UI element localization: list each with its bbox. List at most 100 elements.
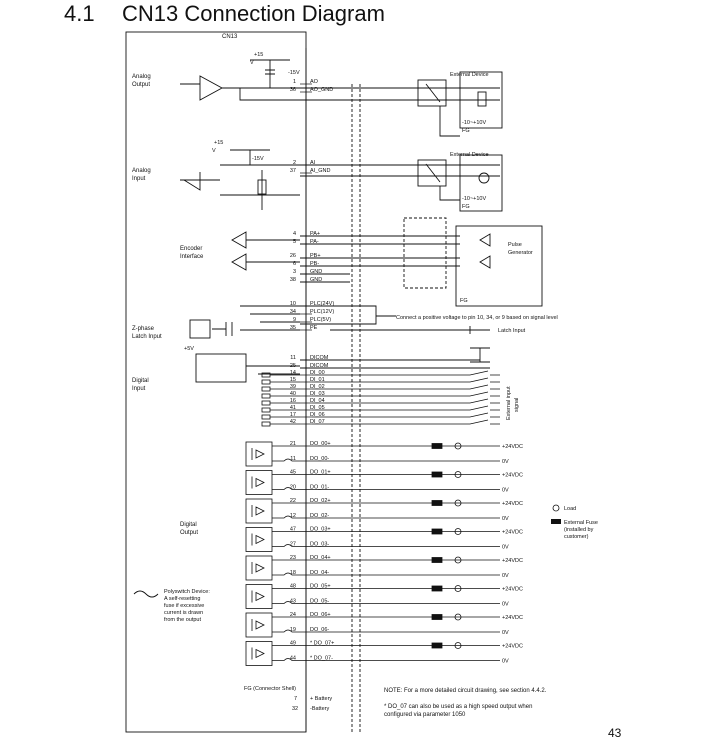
vdc-label: +24VDC [502,501,523,507]
pulse-gen-label-2: Generator [508,250,533,256]
pin-number: 4 [293,231,296,237]
pin-number: 9 [293,317,296,323]
connect-note: Connect a positive voltage to pin 10, 34… [396,315,558,321]
external-device-1 [459,71,503,129]
di-resistor [261,400,271,406]
section-title: CN13 Connection Diagram [122,1,385,26]
pin-name: DI_06 [310,412,325,418]
pin-name: DI_05 [310,405,325,411]
page-number: 43 [608,726,622,740]
do-pin-number: 48 [290,584,296,590]
fuse-icon [431,642,443,649]
pin-name: PA+ [310,231,320,237]
do-pin-name: DO_00+ [310,441,331,447]
pin-name: AI_GND [310,168,331,174]
do-optocoupler [245,612,273,638]
pin-number: 1 [293,79,296,85]
pin-number: 17 [290,412,296,418]
di-line [270,377,500,383]
analog-input-label-2: Input [132,176,146,182]
load-icon [454,556,462,564]
latch-input-label: Latch Input [498,328,526,334]
do-pin-name: DO_01- [310,485,329,491]
bat-pin-2-num: 32 [292,706,298,712]
zero-v-label: 0V [502,459,509,465]
pin-name: GND [310,269,322,275]
do-optocoupler [245,584,273,609]
fuse-icon [431,585,443,592]
polyswitch-1: Polyswitch Device: [164,589,210,595]
do-opto-symbol [251,647,265,660]
pin-number: 42 [290,419,296,425]
do-optocoupler [245,470,273,495]
do-opto-symbol [251,562,265,574]
load-icon [454,442,462,450]
encoder-label-1: Encoder [180,246,202,252]
do-pin-number: 21 [290,441,296,447]
do-pin-number: 43 [290,599,296,605]
di-line [270,398,500,404]
di-resistor [261,414,271,420]
pin-name: DICOM [310,363,329,369]
do-pin-number: 45 [290,470,296,476]
do-pin-name: DO_05- [310,599,329,605]
supply-v-ai: V [212,148,216,154]
vdc-label: +24VDC [502,644,523,650]
zero-v-label: 0V [502,573,509,579]
do-opto-symbol [251,590,265,603]
load-icon [454,471,462,478]
pin-name: DI_02 [310,384,325,390]
note-2b: configured via parameter 1050 [384,712,466,718]
pin-number: 2 [293,160,296,166]
pin-name: DI_01 [310,377,325,383]
analog-output-label-2: Output [132,82,150,88]
pin-number: 36 [290,87,296,93]
bat-pin-2-name: -Battery [310,706,330,712]
pin-name: PB- [310,261,319,267]
connector-label: CN13 [222,34,238,40]
do-pin-name: DO_02+ [310,498,331,504]
supply-m15-ao: -15V [288,70,300,76]
di-resistor [261,393,271,399]
load-icon [454,613,462,621]
pin-number: 6 [293,261,296,267]
load-icon [552,504,560,512]
pin-name: PLC(12V) [310,309,334,315]
supply-m15-ai: -15V [252,156,264,162]
pin-number: 10 [290,301,296,307]
ext-signal-label-2: signal [514,398,520,412]
polyswitch-icon [133,590,159,598]
pin-name: AO_GND [310,87,333,93]
range-1: -10~+10V [462,120,486,126]
digital-output-label-2: Output [180,530,198,536]
pin-name: PA- [310,239,319,245]
vdc-label: +24VDC [502,587,523,593]
do-pin-name: * DO_07- [310,656,333,662]
zero-v-label: 0V [502,602,509,608]
pin-number: 15 [290,377,296,383]
do-opto-symbol [251,505,265,517]
do-optocoupler [245,527,273,552]
di-line [270,384,500,390]
pin-name: PLC(5V) [310,317,331,323]
pin-number: 26 [290,253,296,259]
fuse-icon [431,614,443,620]
fuse-icon [431,528,443,535]
pin-number: 41 [290,405,296,411]
fuse-icon [431,500,443,506]
zero-v-label: 0V [502,545,509,551]
polyswitch-2: A self-resetting [164,596,200,602]
digital-input-label-1: Digital [132,378,149,384]
di-line [270,412,500,418]
legend-load: Load [564,506,576,512]
pin-name: DI_00 [310,370,325,376]
vdc-label: +24VDC [502,558,523,564]
supply-p15-ai: +15 [214,140,223,146]
di-resistor [261,379,271,385]
load-icon [454,499,462,507]
do-pin-number: 11 [290,456,296,462]
ext-device-2-label: External Device [450,152,489,158]
di-line [270,391,500,397]
do-pin-name: DO_05+ [310,584,331,590]
